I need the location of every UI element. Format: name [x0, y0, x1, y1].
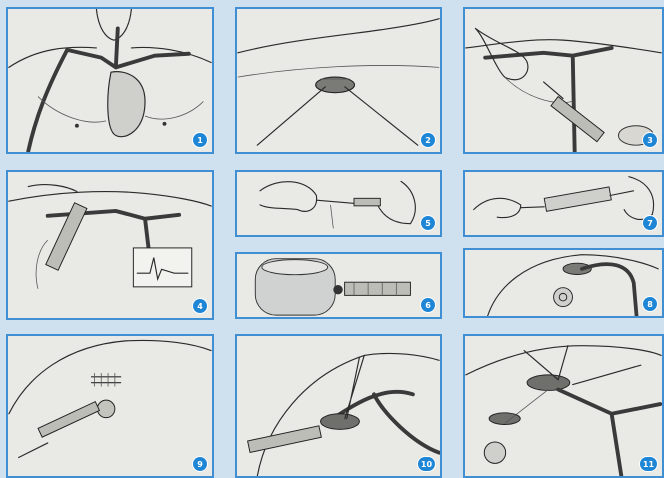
hands-connector-illustration [237, 172, 440, 235]
port-connection-illustration [237, 254, 440, 317]
step-number-badge: 4 [193, 299, 207, 313]
step-2-panel: 2 [235, 7, 442, 154]
step-number-badge: 11 [640, 457, 657, 471]
step-number-badge: 3 [643, 133, 657, 147]
incision-illustration [237, 9, 440, 152]
step-3-panel: 3 [463, 7, 664, 154]
chest-veins-illustration [8, 9, 212, 152]
step-number-badge: 9 [193, 457, 207, 471]
ecg-guidewire-illustration [8, 172, 212, 318]
step-7-panel: 7 [463, 170, 664, 237]
step-number-badge: 2 [421, 133, 435, 147]
step-4-panel: 4 [6, 170, 214, 320]
step-5-panel: 5 [235, 170, 442, 237]
step-9-panel: 9 [6, 334, 214, 478]
step-6-panel: 6 [235, 252, 442, 319]
step-number-badge: 8 [643, 297, 657, 311]
step-number-badge: 6 [421, 298, 435, 312]
step-11-panel: 11 [463, 334, 664, 478]
ecg-monitor [133, 248, 191, 287]
suturing-illustration [8, 336, 212, 476]
step-8-panel: 8 [463, 248, 664, 318]
step-number-badge: 5 [421, 216, 435, 230]
step-number-badge: 7 [643, 216, 657, 230]
step-number-badge: 10 [418, 457, 435, 471]
syringe-flush-illustration [465, 172, 662, 235]
step-number-badge: 1 [193, 133, 207, 147]
step-1-panel: 1 [6, 7, 214, 154]
venous-cutdown-illustration [237, 336, 440, 476]
step-10-panel: 10 [235, 334, 442, 478]
tunneling-illustration [465, 336, 662, 476]
catheter-route-illustration [465, 250, 662, 316]
needle-puncture-illustration [465, 9, 662, 152]
